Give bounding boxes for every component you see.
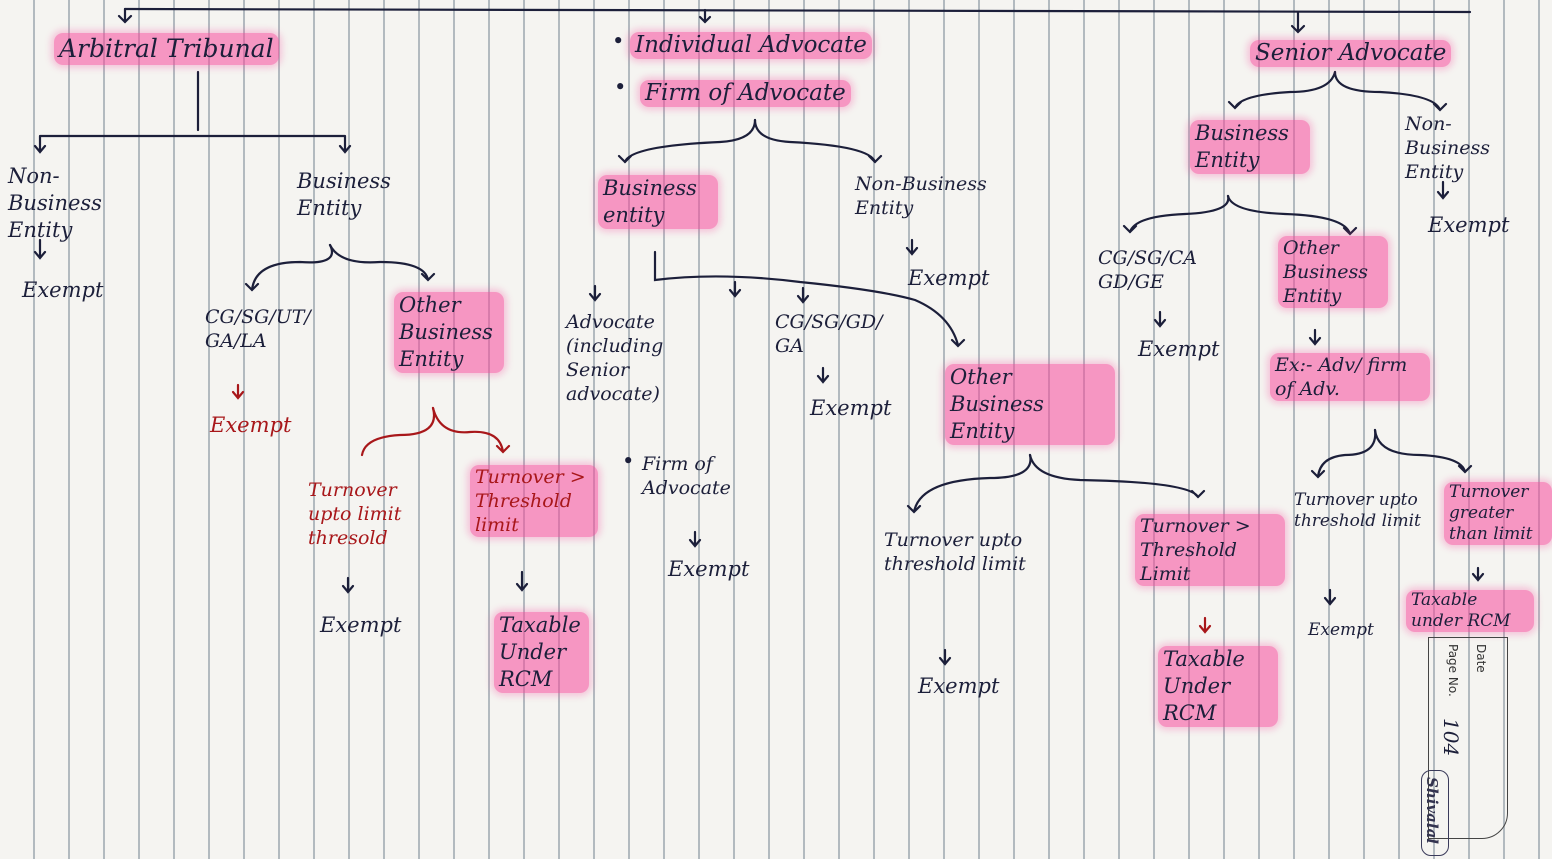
arbitral-turnover-upto-result: Exempt <box>320 613 402 637</box>
individual-advocate-title: Individual Advocate <box>630 32 872 59</box>
arbitral-govt-label: CG/SG/UT/ GA/LA <box>205 306 311 352</box>
senior-turnover-above-label: Turnover greater than limit <box>1444 482 1552 545</box>
senior-other-business-label: Other Business Entity <box>1278 236 1388 308</box>
senior-non-business-label: Non- Business Entity <box>1405 113 1491 183</box>
brand-name: Shivalal <box>1423 777 1441 844</box>
individual-business-label: Business entity <box>598 175 718 229</box>
arbitral-turnover-upto-label: Turnover upto limit thresold <box>308 479 402 549</box>
individual-non-business-label: Non-Business Entity <box>855 173 987 219</box>
individual-non-business-result: Exempt <box>908 266 990 290</box>
senior-turnover-above-result: Taxable under RCM <box>1406 590 1534 632</box>
senior-business-label: Business Entity <box>1190 120 1310 174</box>
individual-turnover-upto-label: Turnover upto threshold limit <box>884 529 1026 575</box>
individual-title-bullet-2: • <box>614 75 627 99</box>
arbitral-tribunal-title: Arbitral Tribunal <box>54 33 279 65</box>
advocate-firm-label: Firm of Advocate <box>642 453 731 499</box>
date-label: Date <box>1474 644 1488 673</box>
senior-turnover-upto-label: Turnover upto threshold limit <box>1294 490 1421 531</box>
arbitral-turnover-above-label: Turnover > Threshold limit <box>470 465 598 537</box>
firm-of-advocate-title: Firm of Advocate <box>640 80 851 107</box>
individual-govt-label: CG/SG/GD/ GA <box>775 311 883 357</box>
arbitral-non-business-label: Non- Business Entity <box>8 164 102 242</box>
individual-turnover-above-label: Turnover > Threshold Limit <box>1135 514 1285 586</box>
arbitral-govt-result: Exempt <box>210 413 292 437</box>
individual-govt-result: Exempt <box>810 396 892 420</box>
senior-non-business-result: Exempt <box>1428 213 1510 237</box>
individual-other-business-label: Other Business Entity <box>945 364 1115 445</box>
senior-turnover-upto-result: Exempt <box>1308 620 1374 640</box>
page-number-box <box>1428 637 1508 839</box>
senior-govt-result: Exempt <box>1138 337 1220 361</box>
senior-advocate-title: Senior Advocate <box>1250 40 1452 67</box>
advocate-including-senior-label: Advocate (including Senior advocate) <box>566 311 664 405</box>
brand-stamp: Shivalal <box>1421 770 1449 856</box>
arbitral-business-label: Business Entity <box>297 169 391 220</box>
individual-turnover-upto-result: Exempt <box>918 674 1000 698</box>
individual-title-bullet-1: • <box>612 29 625 53</box>
advocate-result: Exempt <box>668 557 750 581</box>
arbitral-turnover-above-result: Taxable Under RCM <box>494 612 589 693</box>
individual-turnover-above-result: Taxable Under RCM <box>1158 646 1278 727</box>
page-number-value: 104 <box>1439 718 1463 757</box>
senior-other-business-example: Ex:- Adv/ firm of Adv. <box>1270 353 1430 401</box>
firm-bullet: • <box>622 449 635 473</box>
arbitral-other-business-label: Other Business Entity <box>394 292 504 373</box>
page-number-label: Page No. <box>1446 644 1460 697</box>
arbitral-non-business-result: Exempt <box>22 278 104 302</box>
senior-govt-label: CG/SG/CA GD/GE <box>1098 247 1197 293</box>
